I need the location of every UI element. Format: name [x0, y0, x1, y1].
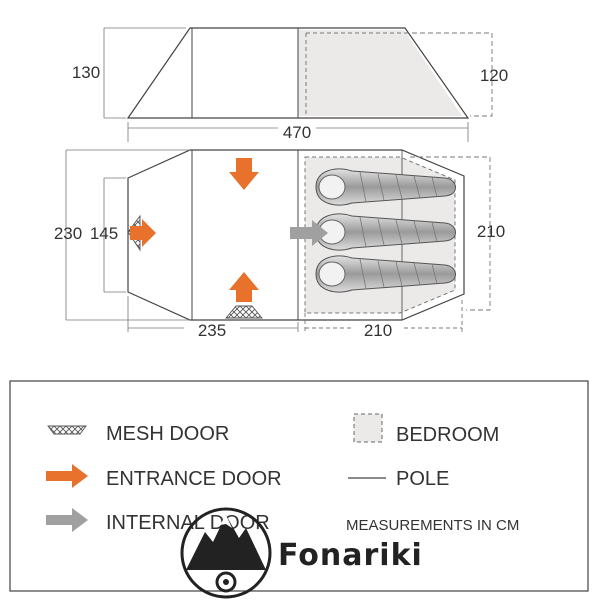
floor-plan [127, 149, 465, 321]
dim-side-height-living: 130 [72, 63, 100, 82]
legend-entrance-door: ENTRANCE DOOR [106, 468, 282, 490]
side-view-bedroom [298, 30, 462, 116]
sleeping-bag [315, 255, 456, 293]
legend-bedroom: BEDROOM [396, 424, 499, 446]
sleeping-bag [315, 168, 456, 206]
floor-dimensions: 230 145 210 235 210 [54, 149, 505, 340]
legend-box [9, 380, 589, 592]
watermark-logo [180, 507, 272, 599]
dim-side-height-bedroom: 120 [480, 66, 508, 85]
entrance-door-arrow-icon [130, 219, 156, 247]
entrance-door-arrow-icon [46, 464, 88, 488]
internal-door-arrow-icon [46, 508, 88, 532]
entrance-door-arrow-icon [229, 272, 259, 302]
mesh-door-icon [47, 425, 87, 435]
mesh-door-icon [225, 305, 263, 319]
dim-total-length: 470 [283, 123, 311, 142]
dim-bedroom-length: 210 [364, 321, 392, 340]
entrance-door-arrow-icon [229, 158, 259, 190]
watermark-text: Fonariki [278, 538, 423, 573]
legend-mesh-door: MESH DOOR [106, 423, 229, 445]
legend-units: MEASUREMENTS IN CM [346, 517, 519, 534]
height-dimension-line [103, 27, 186, 119]
total-length-dimension: 470 [127, 122, 469, 142]
dim-living-length: 235 [198, 321, 226, 340]
dim-bedroom-width: 210 [477, 222, 505, 241]
bedroom-dashed-outline [305, 32, 408, 116]
side-view: 130 120 [72, 27, 508, 119]
legend: MESH DOOR ENTRANCE DOOR INTERNAL DOOR BE… [9, 380, 589, 592]
bedroom-swatch-icon [353, 413, 383, 443]
internal-door-arrow-icon [290, 220, 328, 246]
dim-door-width: 145 [90, 224, 118, 243]
legend-pole: POLE [396, 468, 449, 490]
bedroom-height-dimension-line [412, 32, 493, 117]
watermark: Fonariki [180, 507, 423, 599]
dim-total-width: 230 [54, 224, 82, 243]
